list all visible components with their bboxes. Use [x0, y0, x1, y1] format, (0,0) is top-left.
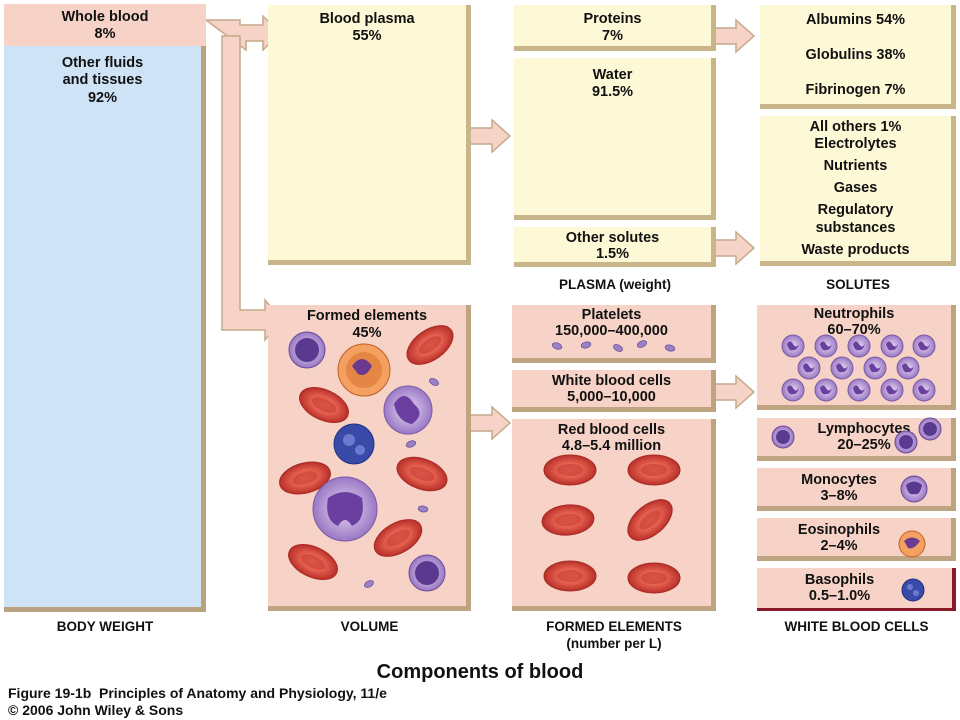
- other-solutes-box: Other solutes 1.5%: [514, 227, 716, 267]
- platelets-box: Platelets 150,000–400,000: [512, 305, 716, 363]
- water-label: Water: [592, 67, 633, 83]
- solutes-column-label: SOLUTES: [826, 277, 890, 292]
- other-fluids-box: Other fluids and tissues 92%: [4, 46, 206, 612]
- formed-elements-label: Formed elements: [306, 308, 428, 324]
- formed-elements-column-sublabel: (number per L): [566, 636, 662, 651]
- nutrients-label: Nutrients: [823, 158, 888, 174]
- plasma-proteins-box: Albumins 54% Globulins 38% Fibrinogen 7%: [760, 5, 956, 109]
- wbc-column-label: WHITE BLOOD CELLS: [784, 619, 929, 634]
- lymphocytes-label: Lymphocytes: [817, 421, 911, 437]
- proteins-label: Proteins: [583, 11, 642, 27]
- arrow-to-water: [469, 118, 512, 154]
- other-fluids-label-2: and tissues: [62, 72, 143, 88]
- monocytes-label: Monocytes: [801, 472, 877, 488]
- blood-plasma-pct: 55%: [352, 28, 382, 44]
- platelets-label: Platelets: [581, 307, 642, 323]
- blood-plasma-box: Blood plasma 55%: [268, 5, 471, 265]
- blood-plasma-label: Blood plasma: [319, 11, 415, 27]
- gases-label: Gases: [833, 180, 878, 196]
- arrow-othersolutes-solutes: [711, 230, 756, 266]
- rbc-count: 4.8–5.4 million: [561, 438, 662, 454]
- formed-elements-pct: 45%: [352, 325, 382, 341]
- eosinophils-pct: 2–4%: [820, 538, 858, 554]
- formed-elements-column-label: FORMED ELEMENTS: [546, 619, 682, 634]
- other-fluids-pct: 92%: [87, 90, 118, 106]
- regulatory-label: Regulatory: [817, 202, 894, 218]
- lymphocytes-pct: 20–25%: [837, 437, 891, 453]
- body-weight-column-label: BODY WEIGHT: [56, 619, 154, 634]
- all-others-label: All others 1%: [809, 119, 902, 135]
- whole-blood-label: Whole blood: [61, 9, 149, 25]
- monocytes-pct: 3–8%: [820, 488, 858, 504]
- other-fluids-label: Other fluids: [61, 55, 144, 71]
- fibrinogen-label: Fibrinogen 7%: [805, 82, 906, 98]
- other-solutes-list-box: All others 1% Electrolytes Nutrients Gas…: [760, 116, 956, 266]
- water-pct: 91.5%: [591, 84, 634, 100]
- eosinophil-illustration: [898, 530, 926, 558]
- volume-column-label: VOLUME: [340, 619, 399, 634]
- substances-label: substances: [815, 220, 896, 236]
- neutrophils-pct: 60–70%: [827, 322, 881, 338]
- wbc-label: White blood cells: [551, 373, 672, 389]
- proteins-box: Proteins 7%: [514, 5, 716, 51]
- eosinophils-label: Eosinophils: [797, 522, 881, 538]
- monocyte-illustration: [900, 475, 928, 503]
- electrolytes-label: Electrolytes: [814, 136, 897, 152]
- wbc-count: 5,000–10,000: [567, 389, 656, 405]
- basophils-pct: 0.5–1.0%: [808, 588, 871, 604]
- rbc-label: Red blood cells: [557, 422, 666, 438]
- lymphocytes-illustration: [771, 417, 942, 454]
- platelets-count: 150,000–400,000: [555, 323, 668, 339]
- figure-title: Components of blood: [376, 661, 584, 683]
- whole-blood-box: Whole blood 8%: [4, 4, 206, 46]
- figure-caption: Figure 19-1b Principles of Anatomy and P…: [8, 685, 387, 701]
- copyright: © 2006 John Wiley & Sons: [8, 702, 184, 718]
- arrow-to-rbc: [469, 405, 512, 441]
- water-box: Water 91.5%: [514, 58, 716, 220]
- neutrophils-illustration: [781, 334, 936, 402]
- proteins-pct: 7%: [602, 28, 623, 44]
- albumins-label: Albumins 54%: [805, 12, 906, 28]
- arrow-proteins-solutes: [711, 18, 756, 54]
- wbc-cluster: [288, 331, 446, 592]
- waste-label: Waste products: [801, 242, 910, 258]
- basophil-illustration: [901, 578, 925, 602]
- other-solutes-pct: 1.5%: [595, 246, 630, 262]
- basophils-box: Basophils 0.5–1.0%: [757, 568, 956, 611]
- basophils-label: Basophils: [804, 572, 875, 588]
- other-solutes-label: Other solutes: [565, 230, 660, 246]
- globulins-label: Globulins 38%: [805, 47, 906, 63]
- platelets-illustration: [550, 338, 676, 354]
- wbc-box: White blood cells 5,000–10,000: [512, 370, 716, 412]
- arrow-wbc-types: [711, 374, 756, 410]
- rbc-illustration: [540, 454, 681, 594]
- plasma-column-label: PLASMA (weight): [559, 277, 671, 292]
- whole-blood-pct: 8%: [94, 26, 116, 42]
- neutrophils-label: Neutrophils: [813, 306, 895, 322]
